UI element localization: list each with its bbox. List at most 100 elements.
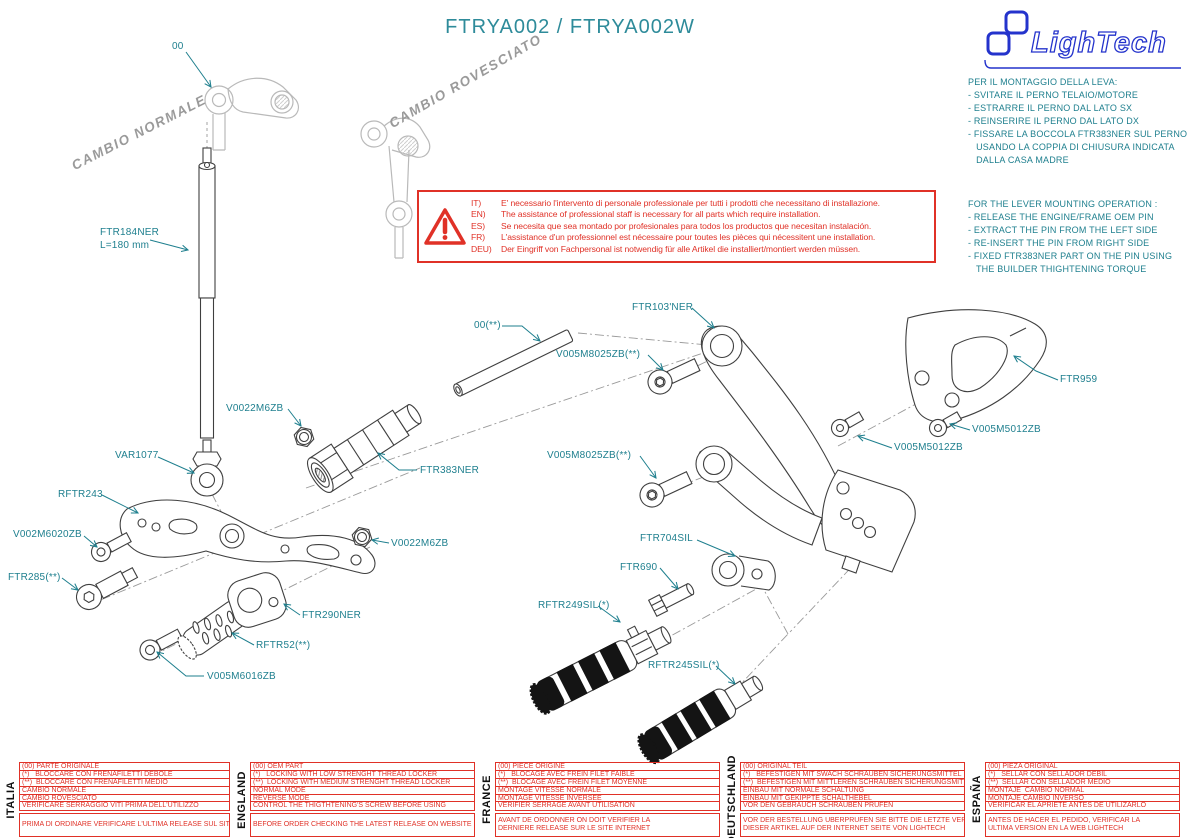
legend-row: VOR DEN GEBRAUCH SCHRAUBEN PRÜFEN <box>743 802 894 810</box>
warning-row: IT) E' necessario l'intervento di person… <box>471 198 930 210</box>
instruction-line: - RE-INSERT THE PIN FROM RIGHT SIDE <box>968 238 1150 248</box>
part-label-ftr184ner: FTR184NER <box>100 227 160 238</box>
part-label-v005m8025zb-upper: V005M8025ZB(**) <box>556 349 641 360</box>
part-v002m6020zb-screw <box>90 532 132 563</box>
warning-text: Der Eingriff von Fachpersonal ist notwen… <box>501 243 861 254</box>
part-label-ftr704sil: FTR704SIL <box>640 533 693 544</box>
legend-row: VERIFIER SERRAGE AVANT UTILISATION <box>498 802 635 810</box>
part-label-oem-lever: 00 <box>172 41 184 52</box>
part-v005m5012zb-right <box>928 411 963 438</box>
country-label-deutschland: DEUTSCHLAND <box>725 754 738 838</box>
legend-rows: (00) PARTE ORIGINALE(*) BLOCCARE CON FRE… <box>19 762 230 812</box>
part-label-rftr245sil: RFTR245SIL(*) <box>648 660 720 671</box>
part-oem-pin <box>453 329 574 397</box>
instruction-line: - ESTRARRE IL PERNO DAL LATO SX <box>968 103 1133 113</box>
part-label-ftr290ner: FTR290NER <box>302 610 362 621</box>
warning-box: IT) E' necessario l'intervento di person… <box>417 190 936 263</box>
warning-row: EN) The assistance of professional staff… <box>471 209 930 221</box>
legend-rows: (00) PIEZA ORIGINAL(*) SELLAR CON SELLAD… <box>985 762 1180 812</box>
ghost-lever-normal <box>204 77 299 151</box>
warning-triangle-icon <box>419 206 471 248</box>
instruction-line: - EXTRACT THE PIN FROM THE LEFT SIDE <box>968 225 1158 235</box>
legend-row: MONTAJE CAMBIO NORMAL <box>986 787 1179 795</box>
instruction-line: DALLA CASA MADRE <box>968 155 1069 165</box>
part-label-v0022m6zb-upper: V0022M6ZB <box>226 403 284 414</box>
legend-row: (*) BLOCCARE CON FRENAFILETTI DEBOLE <box>20 771 229 779</box>
warning-row: DEU) Der Eingriff von Fachpersonal ist n… <box>471 244 930 256</box>
part-label-v002m6020zb: V002M6020ZB <box>13 529 82 540</box>
warning-language-code: EN) <box>471 209 486 220</box>
part-label-ftr103ner: FTR103'NER <box>632 302 694 313</box>
legend-table-deutschland: DEUTSCHLAND (00) ORIGINAL TEIL(*) BEFEST… <box>723 755 965 838</box>
instructions-en-heading: FOR THE LEVER MOUNTING OPERATION : <box>968 199 1158 209</box>
part-label-v005m8025zb-lower: V005M8025ZB(**) <box>547 450 632 461</box>
instruction-line: - RELEASE THE ENGINE/FRAME OEM PIN <box>968 212 1154 222</box>
instruction-line: - REINSERIRE IL PERNO DAL LATO DX <box>968 116 1140 126</box>
legend-row: (**) BLOCCARE CON FRENAFILETTI MEDIO <box>20 779 229 787</box>
warning-text: L'assistance d'un professionnel est néce… <box>501 232 876 243</box>
legend-row: (*) LOCKING WITH LOW STRENGHT THREAD LOC… <box>251 771 474 779</box>
instruction-line: THE BUILDER THIGHTENING TORQUE <box>968 264 1147 274</box>
legend-rows: (00) PIECE ORIGINE(*) BLOCAGE AVEC FREIN… <box>495 762 720 812</box>
part-ftr103ner-bracket <box>695 325 916 574</box>
legend-rows: (00) ORIGINAL TEIL(*) BEFESTIGEN MIT SWA… <box>740 762 965 812</box>
part-label-v005m6016zb: V005M6016ZB <box>207 671 276 682</box>
warning-language-code: DEU) <box>471 243 492 254</box>
legend-row: (00) PARTE ORIGINALE <box>20 763 229 771</box>
legend-note: PRIMA DI ORDINARE VERIFICARE L'ULTIMA RE… <box>19 813 230 837</box>
part-label-rftr52: RFTR52(**) <box>256 640 311 651</box>
country-label-england: ENGLAND <box>235 770 248 829</box>
part-label-ftr959: FTR959 <box>1060 374 1098 385</box>
legend-row: (*) SELLAR CON SELLADOR DEBIL <box>986 771 1179 779</box>
warning-row: ES) Se necesita que sea montado por prof… <box>471 221 930 233</box>
warning-language-code: FR) <box>471 232 486 243</box>
part-v0022m6zb-nut-lower <box>351 526 373 548</box>
instruction-line: - FIXED FTR383NER PART ON THE PIN USING <box>968 251 1173 261</box>
part-ftr959-heel-guard <box>905 309 1047 423</box>
legend-row: VERIFICARE SERRAGGIO VITI PRIMA DELL'UTI… <box>22 802 199 810</box>
mounting-instructions-en: FOR THE LEVER MOUNTING OPERATION : - REL… <box>968 198 1186 276</box>
legend-row: (*) BLOCAGE AVEC FREIN FILET FAIBLE <box>496 771 719 779</box>
instructions-it-lines: - SVITARE IL PERNO TELAIO/MOTORE- ESTRAR… <box>968 89 1187 167</box>
legend-note-line: BEFORE ORDER CHECKING THE LATEST RELEASE… <box>253 820 472 828</box>
warning-text: The assistance of professional staff is … <box>501 209 821 220</box>
part-rftr245sil-peg <box>637 675 764 765</box>
country-label-france: FRANCE <box>480 775 493 824</box>
part-var1077 <box>190 439 224 497</box>
legend-table-france: FRANCE (00) PIECE ORIGINE(*) BLOCAGE AVE… <box>478 762 720 837</box>
warning-text: E' necessario l'intervento di personale … <box>501 197 880 208</box>
page-title: FTRYA002 / FTRYA002W <box>445 16 695 38</box>
legend-note-line: DIESER ARTIKEL AUF DER INTERNET SEITE VO… <box>743 825 946 833</box>
legend-row: MONTAGE VITESSE INVERSEE <box>496 795 719 803</box>
legend-note-line: ULTIMA VERSION EN LA WEB LIGHTECH <box>988 825 1124 833</box>
legend-row: MONTAJE CAMBIO INVERSO <box>986 795 1179 803</box>
legend-note-line: AVANT DE ORDONNER ON DOIT VÉRIFIER LA <box>498 816 651 824</box>
part-ftr184ner-rod <box>198 147 216 439</box>
mounting-instructions-it: PER IL MONTAGGIO DELLA LEVA: - SVITARE I… <box>968 76 1187 167</box>
warning-rows: IT) E' necessario l'intervento di person… <box>471 198 934 256</box>
warning-text: Se necesita que sea montado por profesio… <box>501 220 872 231</box>
part-rftr243-arm <box>119 499 376 575</box>
legend-row: (*) BEFESTIGEN MIT SWACH SCHRAUBEN SICHE… <box>741 771 964 779</box>
lightech-monogram-icon <box>986 10 1029 56</box>
warning-row: FR) L'assistance d'un professionnel est … <box>471 232 930 244</box>
part-label-ftr285: FTR285(**) <box>8 572 61 583</box>
leader-lines <box>61 51 1059 684</box>
legend-row: CAMBIO NORMALE <box>20 787 229 795</box>
legend-row: NORMAL MODE <box>251 787 474 795</box>
lightech-wordmark: LighTech <box>1031 27 1167 59</box>
legend-table-england: ENGLAND (00) OEM PART(*) LOCKING WITH LO… <box>233 762 475 837</box>
part-label-var1077: VAR1077 <box>115 450 159 461</box>
legend-note-line: PRIMA DI ORDINARE VERIFICARE L'ULTIMA RE… <box>22 820 229 828</box>
part-ftr290ner-plate <box>227 572 287 628</box>
lightech-logo-graphic: LighTech <box>984 10 1181 69</box>
ghost-lever-reverse <box>360 117 431 259</box>
country-label-italia: ITALIA <box>4 780 17 819</box>
legend-row: (00) PIEZA ORIGINAL <box>986 763 1179 771</box>
legend-note-line: VOR DER BESTELLUNG ÜBERPRÜFEN SIE BITTE … <box>743 816 964 824</box>
legend-row: EINBAU MIT GEKIPPTE SCHALTHEBEL <box>741 795 964 803</box>
